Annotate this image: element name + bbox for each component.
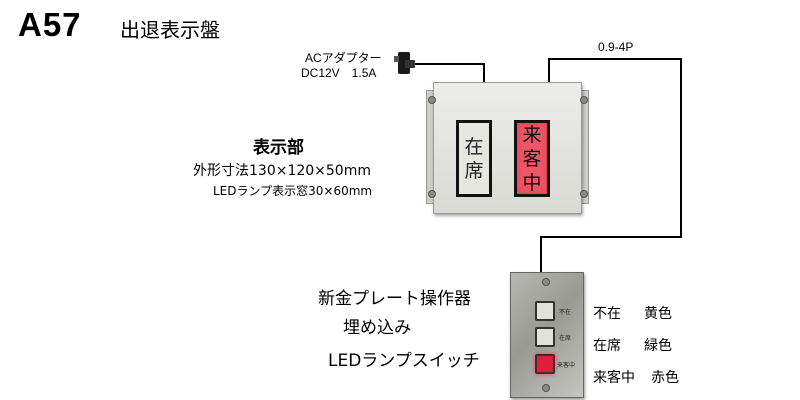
- display-heading: 表示部: [253, 138, 304, 158]
- switch-type: LEDランプスイッチ: [328, 351, 480, 371]
- present-button[interactable]: [535, 327, 555, 347]
- legend-color-absent: 黄色: [644, 306, 672, 322]
- absent-button[interactable]: [535, 301, 555, 321]
- window-char: 来: [522, 123, 542, 146]
- adapter-spec: DC12V 1.5A: [301, 66, 377, 80]
- adapter-label: ACアダプター: [305, 51, 382, 65]
- signal-cable: [540, 58, 682, 272]
- present-indicator-window: 在 席: [456, 120, 492, 197]
- adapter-cable: [412, 63, 485, 82]
- display-dimensions: 外形寸法130×120×50mm: [193, 163, 371, 179]
- plate-label-absent: 不在: [559, 309, 572, 316]
- screw-icon: [542, 278, 550, 286]
- screw-icon: [580, 96, 588, 104]
- plate-label-visitor: 来客中: [557, 362, 576, 369]
- legend-state-visitor: 来客中: [593, 370, 635, 386]
- model-number: A57: [18, 6, 82, 43]
- switch-mount-type: 埋め込み: [343, 318, 411, 338]
- legend-color-present: 緑色: [644, 338, 672, 354]
- legend-color-visitor: 赤色: [651, 370, 679, 386]
- page-title: 出退表示盤: [120, 18, 220, 42]
- window-char: 席: [464, 159, 484, 182]
- window-char: 在: [464, 135, 484, 158]
- visitor-button[interactable]: [535, 354, 555, 374]
- cable-label: 0.9-4P: [598, 40, 634, 54]
- screw-icon: [542, 384, 550, 392]
- legend-state-present: 在席: [593, 338, 621, 354]
- screw-icon: [580, 190, 588, 198]
- window-char: 客: [522, 147, 542, 170]
- screw-icon: [428, 96, 436, 104]
- switch-title: 新金プレート操作器: [318, 289, 471, 309]
- window-spec: LEDランプ表示窓30×60mm: [213, 184, 373, 198]
- window-char: 中: [522, 171, 542, 194]
- plate-label-present: 在席: [559, 335, 572, 342]
- visitor-indicator-window: 来 客 中: [514, 120, 550, 197]
- adapter-plug-icon: [394, 52, 415, 74]
- legend-state-absent: 不在: [593, 306, 621, 322]
- screw-icon: [428, 190, 436, 198]
